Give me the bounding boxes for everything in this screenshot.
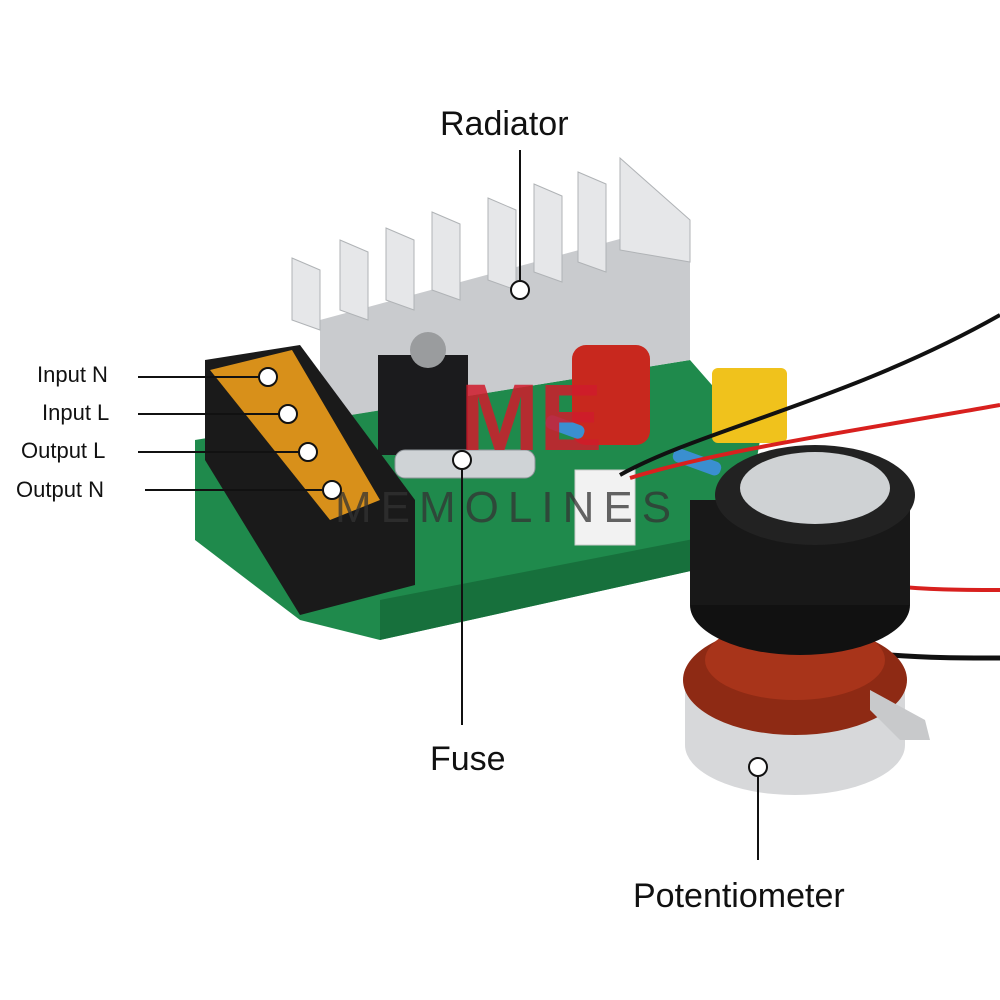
red-capacitor [572, 345, 650, 445]
yellow-capacitor [712, 368, 787, 443]
triac [378, 355, 468, 455]
leader-lines [138, 150, 768, 860]
label-potentiometer: Potentiometer [633, 877, 845, 915]
black-wire [619, 313, 1000, 477]
potentiometer-part [683, 620, 930, 795]
label-input-l: Input L [42, 400, 110, 425]
knob [690, 445, 915, 655]
label-input-n: Input N [37, 362, 108, 387]
watermark-text: MEMOLINES [335, 483, 680, 532]
label-radiator: Radiator [440, 105, 569, 143]
red-wire [629, 403, 1000, 480]
label-output-l: Output L [21, 438, 106, 463]
wire-connector [574, 469, 636, 546]
label-fuse: Fuse [430, 740, 506, 778]
watermark-logo: ME [460, 365, 603, 471]
terminal-block [205, 345, 415, 615]
label-output-n: Output N [16, 477, 105, 502]
